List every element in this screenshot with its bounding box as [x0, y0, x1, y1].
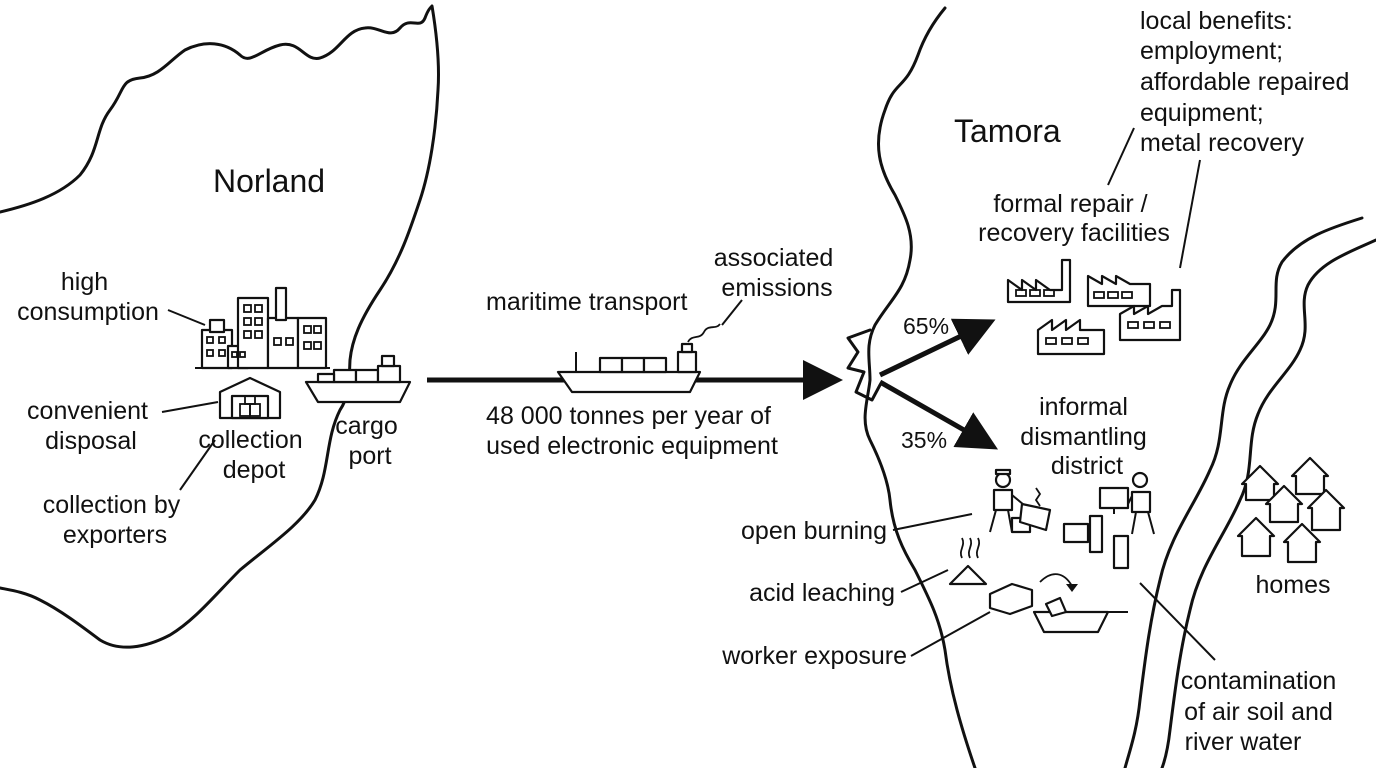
label-open-burning: open burning: [741, 517, 887, 545]
label-contamination: contamination of air soil and river wate…: [1181, 667, 1344, 756]
label-collection-depot: collection depot: [198, 426, 309, 484]
label-formal-facilities: formal repair / recovery facilities: [978, 190, 1170, 247]
leader-benefits-lower: [1179, 159, 1201, 269]
norland-coastline: [0, 4, 441, 649]
label-collection-by-exporters: collection by exporters: [43, 491, 188, 549]
region-label-norland: Norland: [213, 163, 325, 199]
homes-cluster-icon: [1236, 456, 1346, 564]
leader-high-consumption: [167, 309, 206, 326]
leader-benefits-upper: [1107, 127, 1135, 186]
tamora-coastline: [863, 6, 977, 768]
factory-icon: [1118, 288, 1182, 342]
factory-icon: [1086, 274, 1152, 308]
leader-collection-by-exporters: [179, 439, 216, 491]
factory-icon: [1006, 258, 1072, 304]
region-label-tamora: Tamora: [954, 113, 1061, 149]
label-associated-emissions: associated emissions: [714, 244, 840, 302]
city-skyline-icon: [195, 286, 330, 370]
label-high-consumption: high consumption: [17, 268, 159, 326]
cargo-ship-port-icon: [304, 354, 412, 404]
label-annual-volume: 48 000 tonnes per year of used electroni…: [486, 402, 778, 460]
label-informal-district: informal dismantling district: [1020, 393, 1153, 480]
leader-worker-exposure: [910, 611, 991, 657]
label-worker-exposure: worker exposure: [721, 642, 907, 670]
worker-with-computer-icon: [1062, 471, 1155, 570]
arrow-to-formal: [878, 318, 996, 378]
formal-share-label: 65%: [903, 313, 949, 339]
collection-depot-icon: [218, 376, 282, 420]
worker-dismantling-icon: [989, 468, 1052, 534]
river-bank-east: [1160, 238, 1376, 768]
label-acid-leaching: acid leaching: [749, 579, 895, 607]
label-cargo-port: cargo port: [335, 412, 405, 470]
leader-associated-emissions: [721, 299, 743, 326]
label-maritime-transport: maritime transport: [486, 288, 687, 316]
label-convenient-disposal: convenient disposal: [27, 397, 155, 455]
label-homes: homes: [1255, 571, 1330, 599]
emissions-smoke-icon: [687, 323, 721, 343]
leader-acid-leaching: [900, 569, 949, 593]
container-ship-icon: [556, 342, 702, 394]
leader-contamination: [1139, 582, 1216, 661]
label-local-benefits: local benefits: employment; affordable r…: [1140, 7, 1356, 157]
river-bank-west: [1123, 216, 1364, 768]
arrow-to-informal: [878, 379, 999, 450]
factory-icon: [1036, 318, 1106, 356]
fire-smoke-icon: [948, 537, 988, 586]
leader-open-burning: [892, 513, 973, 531]
informal-share-label: 35%: [901, 427, 947, 453]
leader-convenient-disposal: [161, 401, 219, 413]
acid-vat-icon: [988, 573, 1128, 634]
tamora-port-notch: [846, 328, 882, 402]
